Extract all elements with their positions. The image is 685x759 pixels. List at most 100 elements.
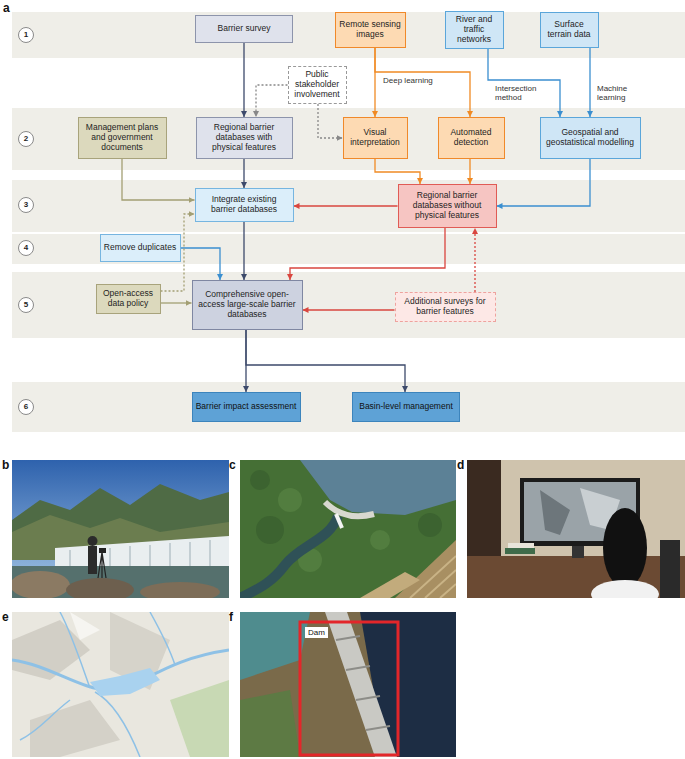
weir-photo	[88, 546, 97, 574]
flow-arrow	[161, 302, 192, 303]
weir-photo	[12, 571, 70, 598]
dam-aerial-photo	[256, 516, 284, 544]
dam-aerial-photo	[325, 502, 374, 516]
panel-letter: a	[3, 1, 10, 15]
node-text: 2	[24, 134, 28, 143]
flow-arrow	[243, 43, 244, 117]
edge-label: Intersection method	[494, 84, 558, 102]
dam-satellite	[336, 636, 390, 730]
terrain-map	[12, 612, 229, 757]
desk-photo	[572, 546, 584, 558]
desk-photo	[603, 508, 647, 588]
panel-letter: c	[229, 458, 236, 472]
dam-aerial-photo	[240, 516, 338, 598]
row-band	[12, 12, 685, 432]
flow-arrow	[589, 48, 590, 117]
process-box: Geospatial and geostatistical modelling	[540, 117, 641, 159]
step-number: 4	[18, 240, 34, 256]
terrain-map	[20, 700, 70, 740]
dam-aerial-photo	[240, 460, 456, 598]
terrain-map	[60, 612, 90, 688]
node-text: Basin-level management	[359, 402, 453, 412]
step-number: 1	[18, 27, 34, 43]
terrain-map	[30, 700, 120, 757]
node-text: Open-access data policy	[100, 289, 157, 309]
flow-arrow	[290, 228, 445, 280]
node-text: Additional surveys for barrier features	[399, 297, 492, 317]
flow-arrow	[294, 205, 398, 206]
process-box: Visual interpretation	[343, 117, 408, 159]
dam-satellite	[300, 622, 398, 755]
row-band	[12, 12, 685, 58]
node-text: 5	[24, 300, 28, 309]
dam-aerial-photo	[250, 470, 270, 490]
weir-photo	[66, 578, 134, 598]
step-number: 6	[18, 399, 34, 415]
desk-photo	[467, 460, 685, 598]
step-number: 2	[18, 131, 34, 147]
node-text: 4	[24, 243, 28, 252]
process-box: Management plans and government document…	[78, 117, 167, 159]
node-text: Comprehensive open-access large-scale ba…	[196, 290, 299, 319]
terrain-map	[70, 612, 100, 640]
flow-arrow	[375, 48, 470, 117]
node-text: Automated detection	[442, 128, 501, 148]
source-box: Barrier survey	[195, 15, 293, 43]
step-number: 5	[18, 297, 34, 313]
dam-aerial-photo	[370, 530, 390, 550]
flow-arrow	[497, 159, 591, 206]
desk-photo	[660, 540, 680, 598]
node-text: Public stakeholder involvement	[292, 70, 343, 99]
flow-arrow	[246, 330, 405, 392]
node-text: 1	[24, 30, 28, 39]
process-box: Integrate existing barrier databases	[195, 188, 294, 222]
node-text: Remove duplicates	[104, 243, 176, 253]
flow-arrow	[318, 104, 343, 138]
flow-arrow	[469, 159, 470, 184]
desk-photo	[505, 548, 535, 554]
flow-arrow	[181, 248, 221, 280]
dam-satellite	[240, 690, 300, 757]
flow-arrow	[256, 85, 288, 117]
node-text: Regional barrier databases with physical…	[200, 123, 289, 152]
edge-label: Deep learning	[382, 76, 440, 85]
process-box: Remove duplicates	[100, 234, 181, 262]
flow-arrow	[243, 159, 244, 188]
row-band	[12, 382, 685, 432]
input-box: Public stakeholder involvement	[288, 66, 347, 104]
node-text: Barrier survey	[218, 24, 271, 34]
panel-letter: b	[2, 458, 9, 472]
desk-photo	[540, 490, 570, 535]
row-band	[12, 272, 685, 338]
desk-photo	[591, 580, 659, 598]
dam-aerial-photo	[336, 514, 342, 528]
edge-label: Machine learning	[596, 84, 654, 102]
flow-arrow	[488, 49, 560, 117]
output-box: Barrier impact assessment	[192, 392, 301, 422]
node-text: River and traffic networks	[449, 15, 500, 44]
source-box: River and traffic networks	[445, 11, 504, 49]
dam-aerial-photo	[418, 513, 442, 537]
desk-photo	[508, 543, 534, 548]
database-box: Comprehensive open-access large-scale ba…	[192, 280, 303, 330]
terrain-map	[150, 612, 175, 665]
row-band	[12, 108, 685, 170]
desk-photo	[467, 460, 685, 598]
weir-photo	[99, 548, 106, 553]
flow-arrow	[243, 222, 244, 280]
weir-photo	[88, 536, 98, 546]
node-text: Geospatial and geostatistical modelling	[544, 128, 637, 148]
process-box: Automated detection	[438, 117, 505, 159]
dam-aerial-photo	[300, 460, 456, 515]
dam-aerial-photo	[240, 460, 456, 598]
dam-aerial-photo	[410, 556, 456, 598]
dam-aerial-photo	[278, 488, 302, 512]
step-number: 3	[18, 197, 34, 213]
output-box: Basin-level management	[352, 392, 460, 422]
panel-letter: e	[2, 610, 9, 624]
node-text: Integrate existing barrier databases	[199, 195, 290, 215]
dam-aerial-photo	[360, 572, 420, 598]
database-box: Regional barrier databases without physi…	[398, 184, 497, 228]
photo-annotation: Dam	[305, 627, 328, 638]
